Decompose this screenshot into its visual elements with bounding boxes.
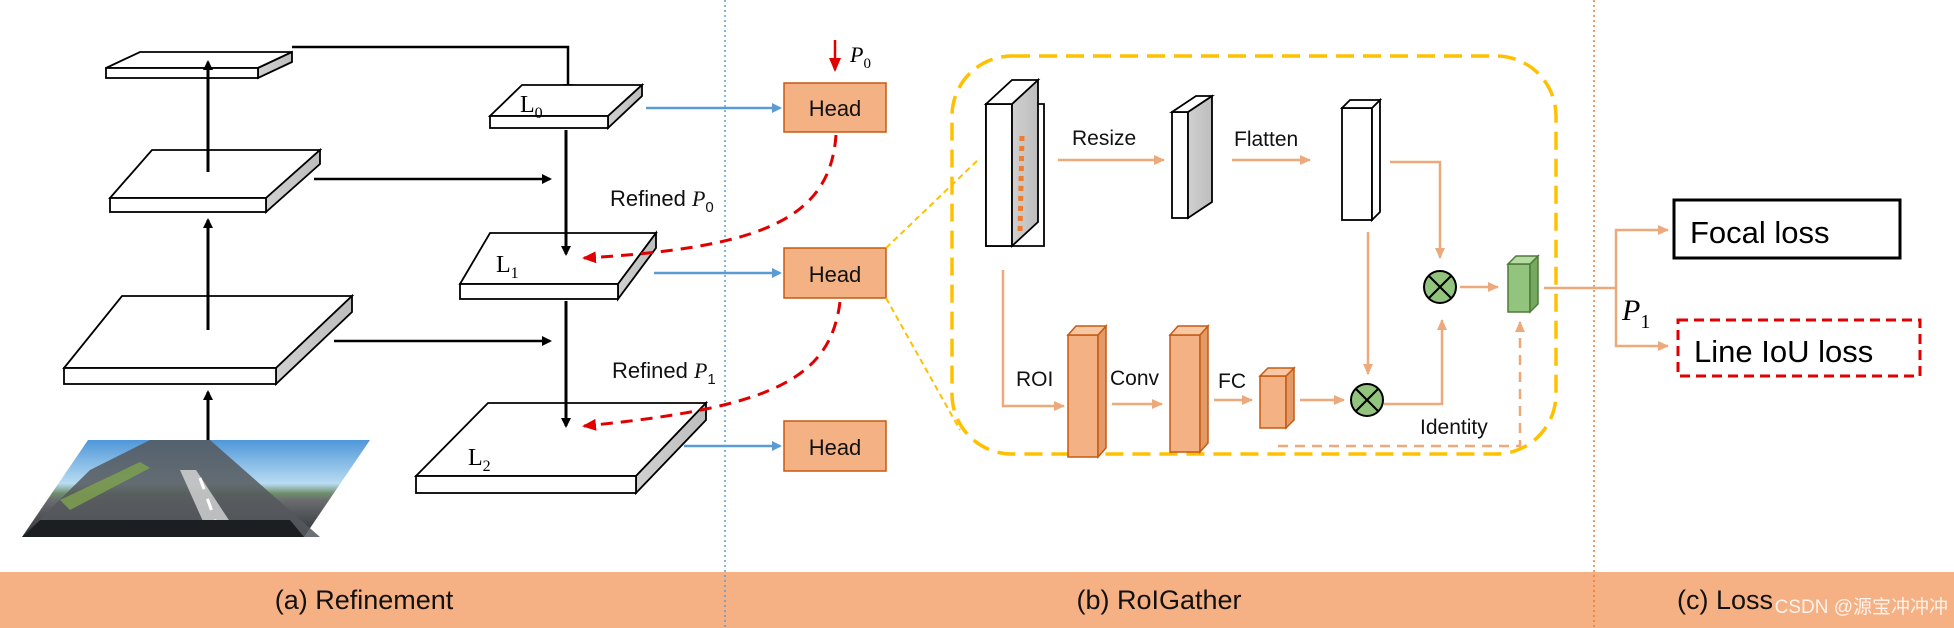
section-label-refinement: (a) Refinement: [275, 585, 454, 615]
multiply-bottom-icon: [1350, 383, 1384, 417]
roigather-module: Resize Flatten ROI Conv: [983, 77, 1540, 459]
loss-section: P1 Focal loss Line IoU loss: [1544, 198, 1922, 378]
lateral-arrow-top: [292, 45, 573, 94]
watermark: CSDN @源宝冲冲冲: [1775, 596, 1948, 618]
flattened-feature: [1339, 97, 1383, 223]
level-l1: L1: [458, 230, 658, 302]
fc-label: FC: [1218, 370, 1246, 393]
roi-arrow: [1001, 270, 1065, 411]
refined-label-1: Refined P1: [612, 358, 716, 388]
section-label-roigather: (b) RoIGather: [1076, 585, 1241, 615]
level-l2-label: L2: [468, 445, 491, 475]
head-2: Head: [783, 420, 887, 472]
input-road-image: [22, 440, 370, 537]
section-label-loss: (c) Loss: [1677, 585, 1773, 615]
head-1: Head: [783, 247, 887, 299]
section-band: (a) Refinement (b) RoIGather (c) Loss CS…: [0, 572, 1954, 628]
level-l0: L0: [487, 82, 645, 131]
resize-label: Resize: [1072, 127, 1136, 150]
focal-loss-label: Focal loss: [1690, 215, 1830, 250]
line-iou-loss-box: Line IoU loss: [1676, 318, 1922, 378]
resized-feature: [1169, 94, 1215, 220]
zoom-line-bottom: [885, 297, 961, 431]
mult-bottom-to-top: [1384, 319, 1447, 406]
flatten-to-mult-top: [1390, 160, 1445, 259]
head-0: Head: [783, 82, 887, 133]
level-l1-label: L1: [496, 252, 519, 282]
conv-block: [1168, 324, 1210, 454]
fc-block: [1258, 366, 1296, 430]
output-p1-label: P1: [1621, 294, 1650, 333]
to-focal-arrow: [1614, 225, 1669, 288]
roigather-frame: [950, 54, 1558, 456]
roi-input-feature: [983, 77, 1045, 249]
roigather-output-block: [1506, 254, 1540, 314]
identity-label: Identity: [1420, 416, 1488, 439]
roi-block: [1066, 324, 1108, 459]
level-l0-label: L0: [520, 92, 543, 122]
level-l2: L2: [413, 400, 709, 496]
backbone-layer-top: [105, 50, 293, 80]
refined-arrow-1: [582, 301, 842, 431]
head-0-label: Head: [809, 96, 862, 121]
backbone-pyramid: [62, 45, 573, 440]
multiply-top-icon: [1423, 270, 1457, 304]
to-line-iou-arrow: [1614, 288, 1669, 351]
refined-arrow-0: [582, 134, 838, 264]
backbone-layer-middle: [108, 147, 323, 215]
line-iou-loss-label: Line IoU loss: [1694, 334, 1873, 369]
prior-label: P0: [849, 42, 871, 72]
refined-label-0: Refined P0: [610, 186, 714, 216]
roi-label: ROI: [1016, 368, 1053, 391]
zoom-line-top: [885, 157, 981, 249]
identity-arrow: [1278, 321, 1525, 448]
backbone-layer-bottom: [62, 293, 355, 387]
head-1-label: Head: [809, 262, 862, 287]
conv-label: Conv: [1110, 367, 1160, 390]
head-2-label: Head: [809, 435, 862, 460]
flatten-label: Flatten: [1234, 128, 1298, 151]
section-band-fill: [0, 572, 1954, 628]
focal-loss-box: Focal loss: [1672, 198, 1902, 260]
